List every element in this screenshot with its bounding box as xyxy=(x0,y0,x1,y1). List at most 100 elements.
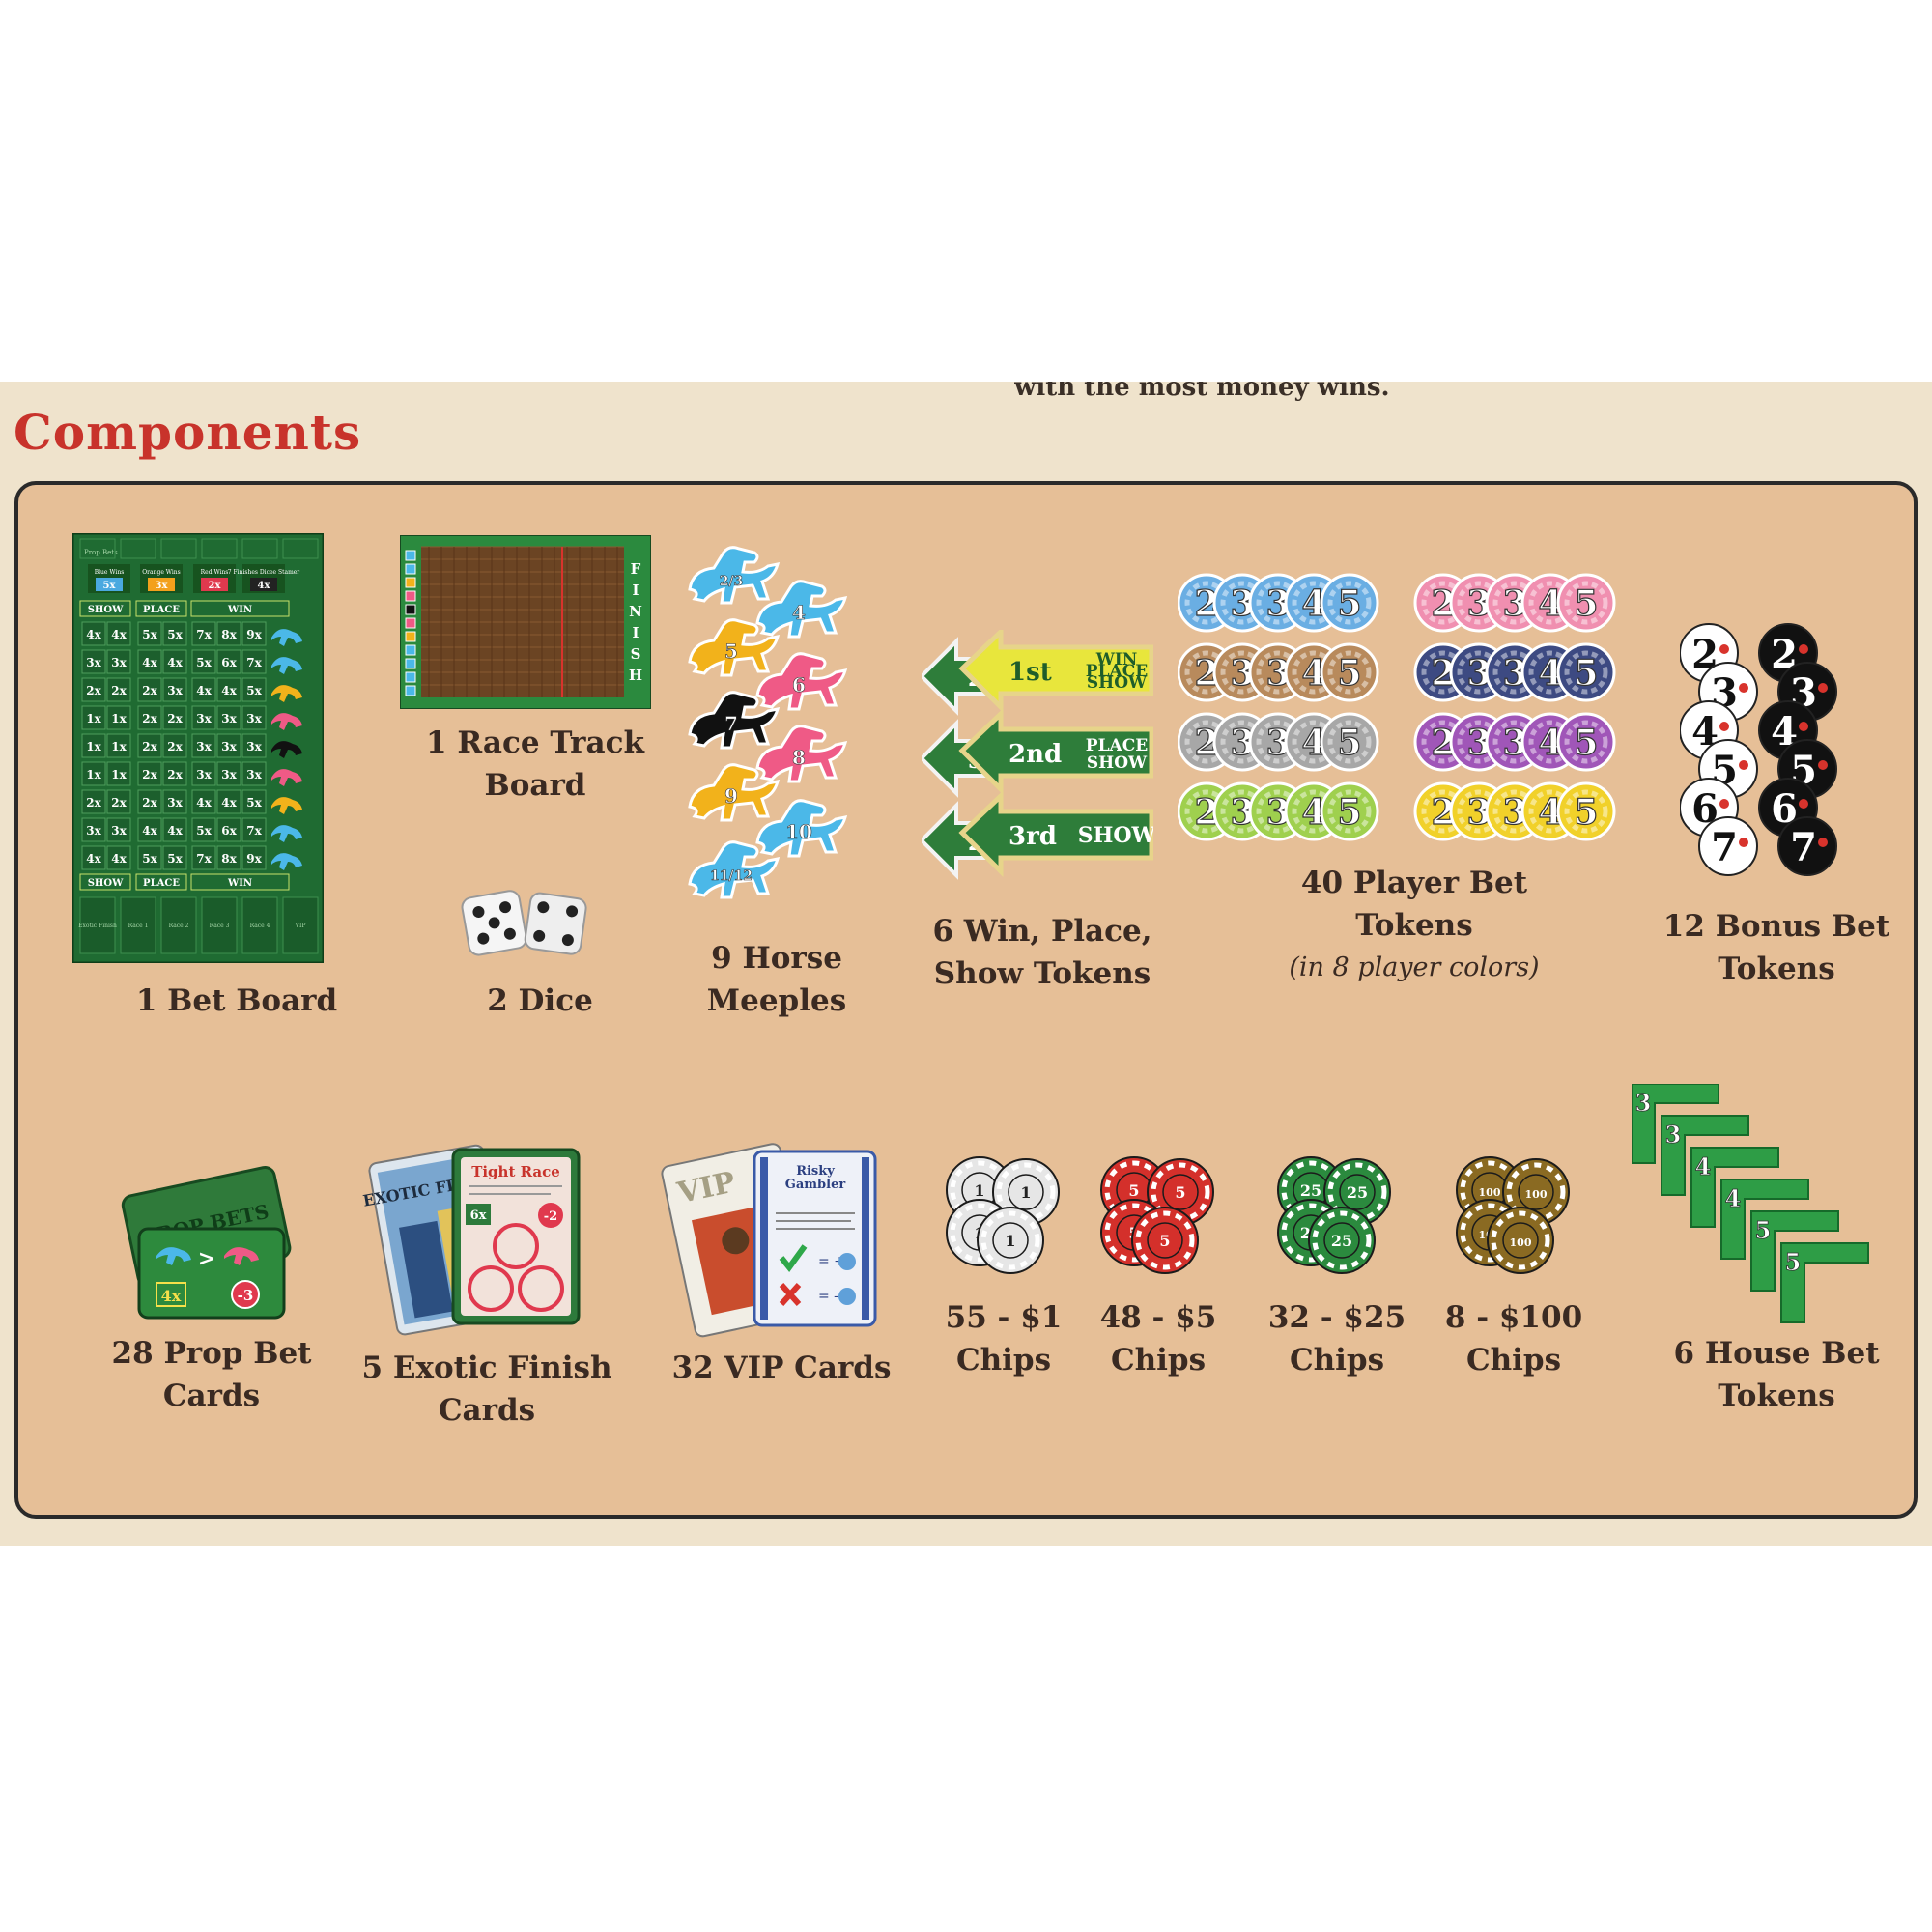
bet-cell xyxy=(216,621,242,646)
horse-row-icon xyxy=(271,629,302,646)
chip-center xyxy=(1147,1222,1183,1259)
footer-slot xyxy=(120,896,156,954)
house-token: 4 xyxy=(1690,1147,1779,1228)
bet-cell xyxy=(191,845,216,870)
horse-shape xyxy=(688,691,781,750)
chip-edge xyxy=(980,1210,1040,1270)
bonus-dot xyxy=(1818,838,1828,847)
player-token-ring xyxy=(1327,720,1372,764)
horse-row-icon xyxy=(271,685,302,702)
player-token xyxy=(1320,781,1379,841)
bet-cell xyxy=(216,789,242,814)
start-gate xyxy=(405,550,416,561)
col-footer-box xyxy=(190,873,290,891)
chip-center xyxy=(1162,1174,1199,1210)
start-gate xyxy=(405,577,416,588)
col-footer-place: PLACE xyxy=(143,878,180,889)
prop-bet-slot xyxy=(120,538,156,559)
col-footer-show: SHOW xyxy=(88,878,124,889)
finish-letter: I xyxy=(632,582,639,599)
footer-label: VIP xyxy=(295,923,306,929)
bonus-number: 7 xyxy=(1790,825,1817,870)
bet-cell-value: 4x xyxy=(142,824,157,838)
bet-cell-value: 3x xyxy=(86,656,101,669)
house-token-number: 5 xyxy=(1755,1216,1772,1244)
horse-meeple: 10 xyxy=(755,799,848,858)
house-token-number: 3 xyxy=(1665,1121,1682,1149)
bet-cell xyxy=(106,845,131,870)
horse-number: 11/12 xyxy=(710,868,753,884)
label-wps-tokens: 6 Win, Place,Show Tokens xyxy=(932,914,1152,991)
footer-label: Race 4 xyxy=(250,923,270,929)
bet-cell xyxy=(191,733,216,758)
chip-value: 100 xyxy=(1525,1188,1548,1201)
bet-cell xyxy=(162,733,187,758)
horse-row-icon xyxy=(271,741,302,758)
bet-cell-value: 3x xyxy=(111,656,127,669)
odds-value-box xyxy=(148,578,175,591)
bet-cell-value: 3x xyxy=(221,740,237,753)
odds-value: 3x xyxy=(156,581,169,591)
start-gate xyxy=(405,644,416,656)
horse-number: 5 xyxy=(724,639,738,663)
bet-cell xyxy=(191,677,216,702)
bet-cell xyxy=(216,845,242,870)
bonus-dot xyxy=(1739,683,1748,693)
horse-meeple: 2/3 xyxy=(688,546,781,605)
odds-name: 7 Finishes Dicee Stamer xyxy=(228,569,300,576)
bet-cell xyxy=(162,845,187,870)
bet-cell-value: 4x xyxy=(142,656,157,669)
bet-cell xyxy=(81,677,106,702)
bet-cell-value: 2x xyxy=(86,796,101,810)
bet-cell-value: 2x xyxy=(111,684,127,697)
bet-cell xyxy=(106,817,131,842)
start-gate xyxy=(405,617,416,629)
bet-cell-value: 2x xyxy=(142,740,157,753)
exotic-finish-cards-image: EXOTIC FINISH Tight Race 6x -2 xyxy=(361,1144,581,1336)
chip-value: 25 xyxy=(1300,1181,1321,1200)
wps-sub-label: SHOW xyxy=(1087,753,1148,773)
start-gate xyxy=(405,604,416,615)
check-icon xyxy=(779,1244,808,1272)
footer-slot xyxy=(242,896,278,954)
bet-cell xyxy=(106,677,131,702)
chip-edge xyxy=(1135,1210,1195,1270)
bet-cell xyxy=(242,761,267,786)
bet-cell xyxy=(81,789,106,814)
bet-cell-value: 6x xyxy=(221,656,237,669)
bet-cell xyxy=(191,789,216,814)
finish-letter: I xyxy=(632,624,639,641)
bonus-dot xyxy=(1799,799,1808,809)
bet-cell xyxy=(81,761,106,786)
footer-slot xyxy=(79,896,116,954)
bet-cell xyxy=(137,761,162,786)
bet-cell xyxy=(162,649,187,674)
bet-cell-value: 4x xyxy=(86,628,101,641)
house-token-number: 4 xyxy=(1695,1152,1712,1180)
horse-row-icon xyxy=(271,797,302,814)
col-footer-win: WIN xyxy=(227,878,252,889)
bet-cell xyxy=(242,733,267,758)
player-token-number: 3 xyxy=(1502,583,1526,624)
bet-cell-value: 3x xyxy=(246,740,262,753)
footer-label: Race 3 xyxy=(210,923,230,929)
bet-cell xyxy=(216,761,242,786)
bet-cell-value: 2x xyxy=(86,684,101,697)
start-gate xyxy=(405,563,416,575)
footer-slot xyxy=(282,896,319,954)
exotic-finish-cards: EXOTIC FINISH Tight Race 6x -2 xyxy=(361,1122,593,1340)
house-token: 4 xyxy=(1720,1179,1809,1260)
bet-cell-value: 3x xyxy=(167,796,183,810)
bet-cell-value: 2x xyxy=(167,740,183,753)
bet-cell xyxy=(106,705,131,730)
odds-value-box xyxy=(201,578,228,591)
